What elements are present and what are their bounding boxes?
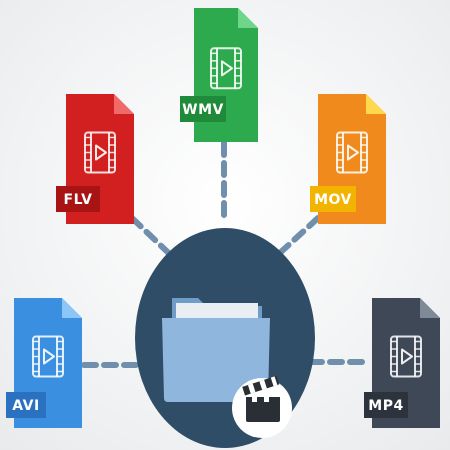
file-tag (6, 392, 46, 418)
play-icon (210, 47, 242, 90)
file-icons: WMV FLV MOV AVI MP4 (6, 8, 440, 428)
folder-icon (162, 298, 270, 402)
play-icon (84, 131, 116, 174)
file-fold (62, 298, 82, 318)
file-mov[interactable]: MOV (310, 94, 386, 224)
file-tag (364, 392, 408, 418)
file-label-mp4: MP4 (368, 398, 403, 414)
file-wmv[interactable]: WMV (180, 8, 258, 142)
file-mp4[interactable]: MP4 (364, 298, 440, 428)
file-tag (180, 96, 226, 122)
play-icon (390, 335, 422, 378)
file-fold (366, 94, 386, 114)
file-label-mov: MOV (314, 192, 352, 208)
play-icon (32, 335, 64, 378)
file-fold (420, 298, 440, 318)
file-flv[interactable]: FLV (56, 94, 134, 224)
file-label-wmv: WMV (182, 102, 224, 118)
file-label-flv: FLV (64, 192, 93, 208)
file-tag (56, 186, 100, 212)
file-fold (238, 8, 258, 28)
clapperboard-icon (232, 375, 292, 438)
play-icon (336, 131, 368, 174)
file-avi[interactable]: AVI (6, 298, 82, 428)
file-fold (114, 94, 134, 114)
file-label-avi: AVI (12, 398, 39, 414)
file-tag (310, 186, 356, 212)
